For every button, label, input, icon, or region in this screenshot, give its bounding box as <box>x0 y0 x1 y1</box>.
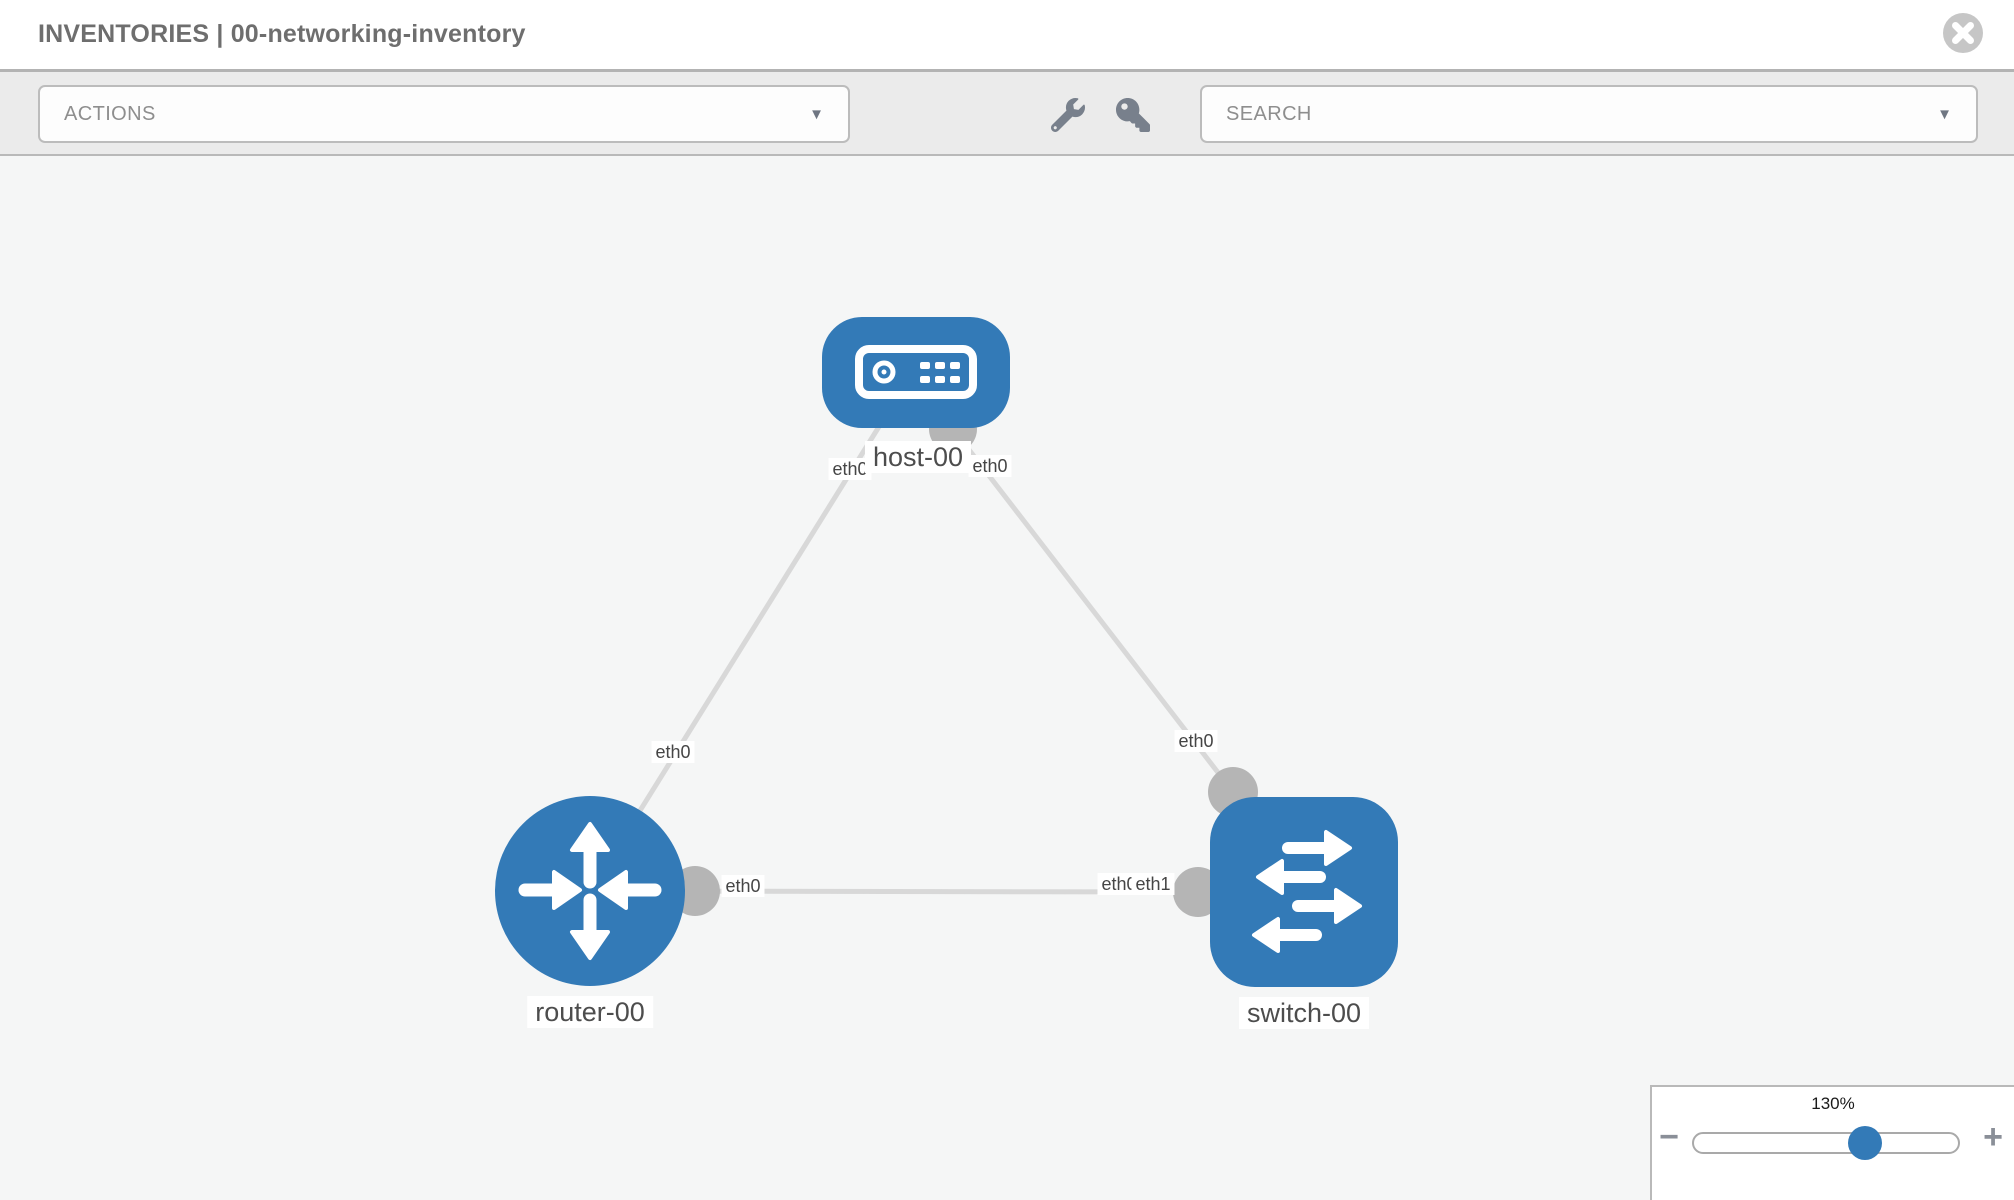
close-icon <box>1943 13 1983 53</box>
toolbar: ACTIONS ▼ SEARCH ▼ <box>0 72 2014 156</box>
interface-label: eth0 <box>651 741 695 763</box>
router-icon <box>518 822 662 960</box>
actions-dropdown-label: ACTIONS <box>64 102 156 125</box>
zoom-slider-track[interactable] <box>1692 1132 1960 1154</box>
node-label-router: router-00 <box>527 996 653 1028</box>
topology-canvas[interactable]: eth0 eth0 eth0 eth0 eth0 eth0 eth1 host-… <box>0 156 2014 1200</box>
actions-dropdown[interactable]: ACTIONS ▼ <box>38 85 850 143</box>
credentials-button[interactable] <box>1116 98 1150 132</box>
interface-label: eth1 <box>1131 873 1175 895</box>
interface-label: eth0 <box>828 458 872 480</box>
zoom-out-button[interactable]: − <box>1659 1118 1679 1156</box>
zoom-percent-value: 130% <box>1811 1094 1855 1113</box>
node-label-switch: switch-00 <box>1238 997 1370 1029</box>
zoom-in-button[interactable]: + <box>1983 1118 2003 1156</box>
zoom-slider-thumb[interactable] <box>1848 1126 1882 1160</box>
interface-label: eth0 <box>968 455 1012 477</box>
close-button[interactable] <box>1943 13 1983 53</box>
node-host-00[interactable] <box>822 317 1010 428</box>
wrench-icon <box>1050 98 1085 133</box>
node-label-host: host-00 <box>864 441 972 473</box>
node-router-00[interactable] <box>495 796 685 986</box>
interface-label: eth0 <box>721 875 765 897</box>
search-dropdown[interactable]: SEARCH ▼ <box>1200 85 1978 143</box>
panel-header: INVENTORIES | 00-networking-inventory <box>0 0 2014 72</box>
page-title: INVENTORIES | 00-networking-inventory <box>38 20 526 48</box>
key-icon <box>1116 98 1150 132</box>
chevron-down-icon: ▼ <box>1937 105 1952 123</box>
host-icon <box>855 345 977 399</box>
interface-label: eth0 <box>1174 730 1218 752</box>
switch-icon <box>1252 830 1362 953</box>
topology-svg <box>495 317 1398 987</box>
chevron-down-icon: ▼ <box>809 105 824 123</box>
configure-button[interactable] <box>1050 98 1085 133</box>
node-switch-00[interactable] <box>1210 797 1398 987</box>
zoom-control-panel: 130% − + <box>1650 1085 2014 1200</box>
search-dropdown-label: SEARCH <box>1226 102 1312 125</box>
interface-label: eth0 <box>1097 873 1141 895</box>
